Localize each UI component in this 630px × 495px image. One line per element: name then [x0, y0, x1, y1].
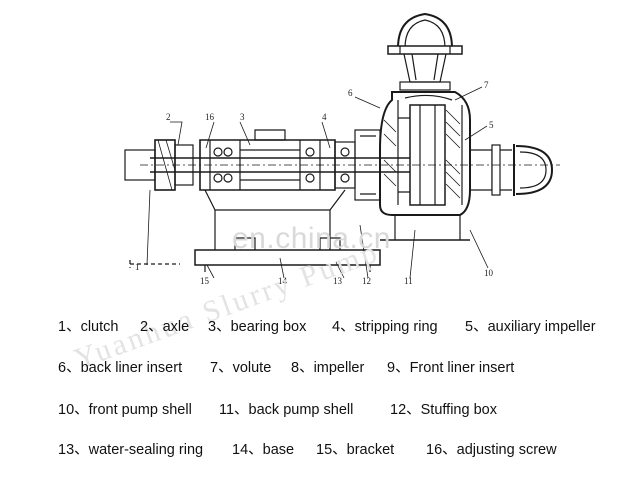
legend-item: 13、water-sealing ring — [58, 442, 204, 458]
watermark-site-part3: .cn — [349, 222, 391, 255]
watermark-site-part1: en. — [232, 222, 276, 255]
legend-row: 1、clutch 2、axle 3、bearing box 4、strippin… — [0, 315, 630, 337]
legend-row: 13、water-sealing ring 14、base 15、bracket… — [0, 438, 630, 460]
watermark-site-part2: china — [275, 222, 350, 255]
legend-item: 4、stripping ring — [332, 319, 438, 335]
legend-item: 14、base — [232, 442, 295, 458]
callout-10: 10 — [484, 268, 494, 278]
callout-13: 13 — [333, 276, 343, 286]
legend-row: 6、back liner insert 7、volute 8、impeller … — [0, 356, 630, 378]
callout-4: 4 — [322, 112, 327, 122]
parts-legend: 1、clutch 2、axle 3、bearing box 4、strippin… — [0, 305, 630, 495]
legend-item: 11、back pump shell — [219, 402, 354, 418]
suction-inlet — [470, 144, 554, 196]
legend-item: 8、impeller — [291, 360, 365, 376]
callout-11: 11 — [404, 276, 413, 286]
legend-item: 1、clutch — [58, 319, 119, 335]
callout-16: 16 — [205, 112, 215, 122]
callout-3: 3 — [240, 112, 245, 122]
legend-item: 3、bearing box — [208, 319, 307, 335]
callout-12: 12 — [362, 276, 371, 286]
legend-item: 2、axle — [140, 319, 190, 335]
callout-14: 14 — [278, 276, 288, 286]
slurry-pump-cross-section-diagram: 2 16 3 4 6 7 5 15 14 13 12 11 10 1 — [124, 12, 560, 286]
pump-casing — [379, 91, 471, 241]
discharge-elbow — [387, 12, 463, 91]
legend-item: 7、volute — [210, 360, 272, 376]
legend-item: 5、auxiliary impeller — [465, 319, 596, 335]
legend-row: 10、front pump shell 11、back pump shell 1… — [0, 398, 630, 420]
legend-item: 15、bracket — [316, 442, 395, 458]
legend-item: 6、back liner insert — [58, 360, 183, 376]
clutch-coupling — [124, 139, 194, 191]
callout-6: 6 — [348, 88, 353, 98]
callout-5: 5 — [489, 120, 494, 130]
callout-7: 7 — [484, 80, 489, 90]
callout-2: 2 — [166, 112, 171, 122]
legend-item: 12、Stuffing box — [390, 402, 497, 418]
callout-15: 15 — [200, 276, 210, 286]
callout-1: 1 — [135, 262, 140, 272]
legend-item: 16、adjusting screw — [426, 442, 557, 458]
leader-lines — [146, 86, 489, 279]
legend-item: 10、front pump shell — [58, 402, 192, 418]
watermark-site: en.china.cn — [232, 222, 391, 256]
base-bracket — [129, 189, 381, 272]
legend-item: 9、Front liner insert — [387, 360, 515, 376]
